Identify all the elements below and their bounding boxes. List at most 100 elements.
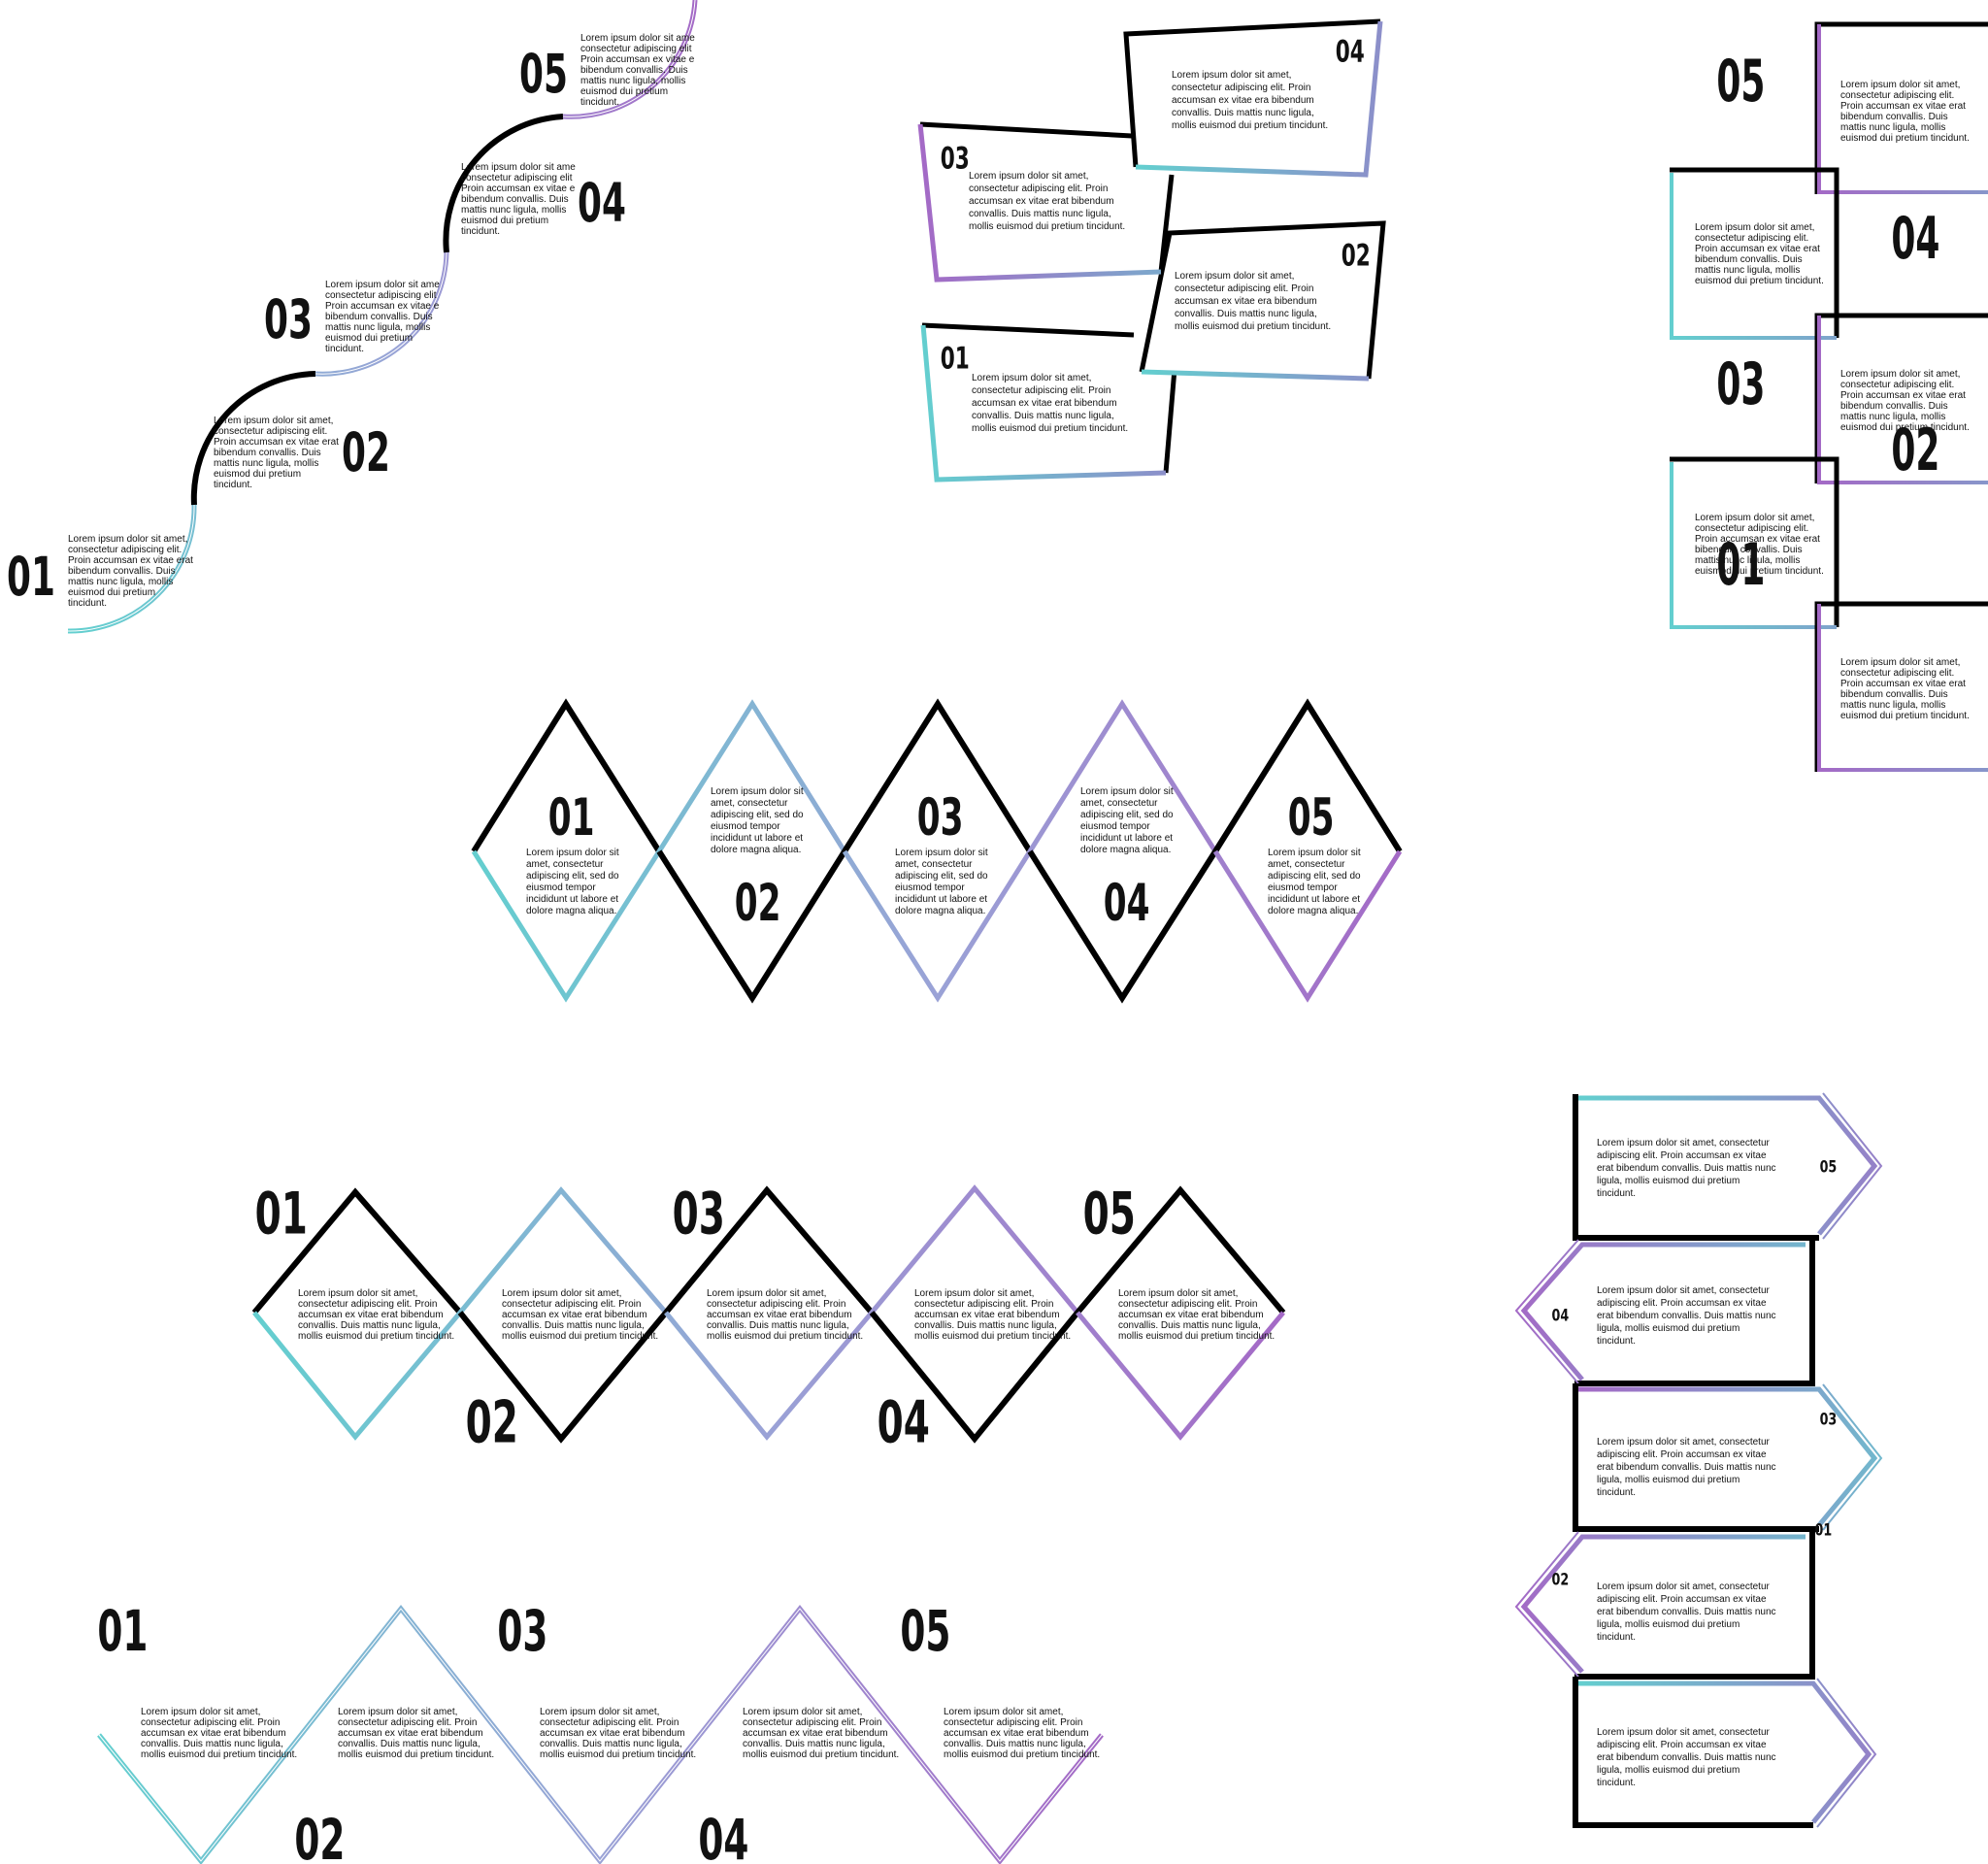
card-outline-dark	[1139, 220, 1386, 380]
arrow-box-dark	[1573, 1677, 1813, 1828]
card-outline-frame	[1142, 223, 1383, 379]
arrow-step-number: 04	[1552, 1306, 1570, 1325]
stack-step: 02 Lorem ipsum dolor sit amet,consectetu…	[1670, 416, 1939, 629]
zigzag-step-number: 01	[97, 1600, 148, 1664]
card-step-number: 02	[1342, 238, 1371, 273]
wave-segment-4	[443, 114, 564, 253]
diamond-outline	[842, 849, 1033, 1003]
zigzag-step-text: Lorem ipsum dolor sit amet,consectetur a…	[540, 1707, 696, 1760]
diamond-step-text: Lorem ipsum dolor sit amet,consectetur a…	[707, 1288, 863, 1342]
zigzag-line	[98, 1608, 1103, 1862]
diamond-outline	[656, 849, 847, 1004]
arrow-box-dark	[1574, 1531, 1815, 1680]
arrow-step: 05 Lorem ipsum dolor sit amet, consectet…	[1573, 1092, 1883, 1241]
diamond-step-number: 01	[548, 788, 595, 847]
card-outline-frame	[920, 124, 1172, 280]
stack-box-color	[1817, 604, 1988, 772]
stack-box-dark	[1670, 167, 1839, 338]
card-outline-color	[920, 324, 1167, 483]
diamond-outline	[656, 699, 847, 853]
diamond-step-number: 04	[1104, 874, 1150, 932]
zigzag-step-number: 02	[294, 1809, 345, 1864]
diamond-outline	[1027, 699, 1218, 853]
stack-box-dark	[1670, 456, 1839, 627]
diamond-outline	[1076, 1311, 1285, 1441]
wave-step-number: 04	[578, 172, 626, 234]
wave-step-number: 05	[519, 43, 568, 105]
arrow-stack: 05 Lorem ipsum dolor sit amet, consectet…	[1514, 1092, 1883, 1828]
stack-step-text: Lorem ipsum dolor sit amet,consectetur a…	[1840, 369, 1970, 433]
stack-box-color	[1817, 24, 1988, 194]
arrow-box-color	[1578, 1095, 1878, 1236]
arrow-step: 02 Lorem ipsum dolor sit amet, consectet…	[1514, 1531, 1815, 1680]
arrow-box-dark	[1573, 1383, 1819, 1532]
wave-step-text: Lorem ipsum dolor sit amet,consectetur a…	[214, 416, 339, 490]
diamond-outline	[251, 1187, 463, 1315]
arrow-step-number: 03	[1820, 1410, 1838, 1429]
card-step-text: Lorem ipsum dolor sit amet,consectetur a…	[1172, 70, 1328, 131]
arrow-step-number: 01	[1815, 1520, 1833, 1540]
card-step-number: 01	[941, 341, 970, 376]
stack-step-number: 01	[1716, 530, 1765, 598]
arrow-box-color	[1520, 1242, 1806, 1381]
tilted-cards: 01 Lorem ipsum dolor sit amet,consectetu…	[917, 18, 1386, 483]
diamond-outline	[663, 1185, 875, 1315]
diamond-outline	[842, 698, 1033, 853]
diamond-step-number: 05	[1083, 1180, 1136, 1248]
diamond-step-number: 02	[466, 1388, 518, 1456]
wave-segment-5	[562, 0, 696, 117]
diamond-chain-wide: 01 Lorem ipsum dolor sit amet,consectetu…	[251, 1180, 1286, 1456]
diamond-step-number: 05	[1288, 788, 1335, 847]
arrow-box-dark	[1574, 1235, 1815, 1386]
zigzag-step-number: 05	[900, 1600, 950, 1664]
wave-segment-2	[190, 371, 316, 506]
arrow-box-color	[1520, 1534, 1806, 1674]
diamond-step-text: Lorem ipsum dolor sit amet,consectetur a…	[914, 1288, 1071, 1342]
wave-timeline: 01 Lorem ipsum dolor sit amet,consectetu…	[7, 0, 698, 634]
card-step: 04 Lorem ipsum dolor sit amet,consectetu…	[1123, 18, 1383, 178]
card-outline-color	[1135, 20, 1383, 178]
stack-step: 01 Lorem ipsum dolor sit amet,consectetu…	[1716, 530, 1988, 772]
stack-step-number: 02	[1891, 416, 1939, 483]
arrow-box-color	[1514, 1239, 1579, 1384]
zigzag-timeline: 01 Lorem ipsum dolor sit amet,consectetu…	[97, 1600, 1104, 1864]
card-outline-color	[1141, 369, 1370, 382]
stack-box-color	[1670, 173, 1837, 340]
stack-box-color	[1817, 316, 1988, 484]
card-outline-dark	[1123, 18, 1381, 168]
card-step: 02 Lorem ipsum dolor sit amet,consectetu…	[1139, 220, 1386, 382]
arrow-box-color	[1578, 1681, 1872, 1824]
wave-segment-1	[67, 504, 195, 632]
card-step-text: Lorem ipsum dolor sit amet,consectetur a…	[1175, 271, 1331, 332]
card-step: 03 Lorem ipsum dolor sit amet,consectetu…	[917, 121, 1175, 283]
zigzag-step-text: Lorem ipsum dolor sit amet,consectetur a…	[141, 1707, 297, 1760]
arrow-step-number: 05	[1820, 1157, 1838, 1177]
arrow-step: 01 Lorem ipsum dolor sit amet, consectet…	[1573, 1520, 1877, 1828]
arrow-box-color	[1514, 1531, 1579, 1678]
zigzag-step-number: 04	[698, 1809, 748, 1864]
arrow-step: 04 Lorem ipsum dolor sit amet, consectet…	[1514, 1235, 1815, 1386]
zigzag-step-text: Lorem ipsum dolor sit amet,consectetur a…	[743, 1707, 899, 1760]
diamond-step-text: Lorem ipsum dolor sit amet,consectetur a…	[1118, 1288, 1275, 1342]
stack-step: 03 Lorem ipsum dolor sit amet,consectetu…	[1716, 313, 1988, 484]
card-step-number: 03	[941, 141, 970, 176]
diamond-outline	[869, 1311, 1080, 1444]
wave-segment-3	[315, 251, 447, 375]
diamond-outline	[1075, 1185, 1286, 1315]
diamond-outline	[471, 849, 662, 1003]
stack-step-text: Lorem ipsum dolor sit amet,consectetur a…	[1840, 80, 1970, 144]
stack-step-text: Lorem ipsum dolor sit amet,consectetur a…	[1695, 513, 1824, 577]
diamond-outline	[457, 1311, 669, 1444]
diamond-step-text: Lorem ipsum dolor sit amet,consectetur a…	[502, 1288, 658, 1342]
zigzag-step-number: 03	[497, 1600, 547, 1664]
arrow-box-color	[1578, 1386, 1878, 1527]
card-outline-color	[917, 123, 1162, 283]
